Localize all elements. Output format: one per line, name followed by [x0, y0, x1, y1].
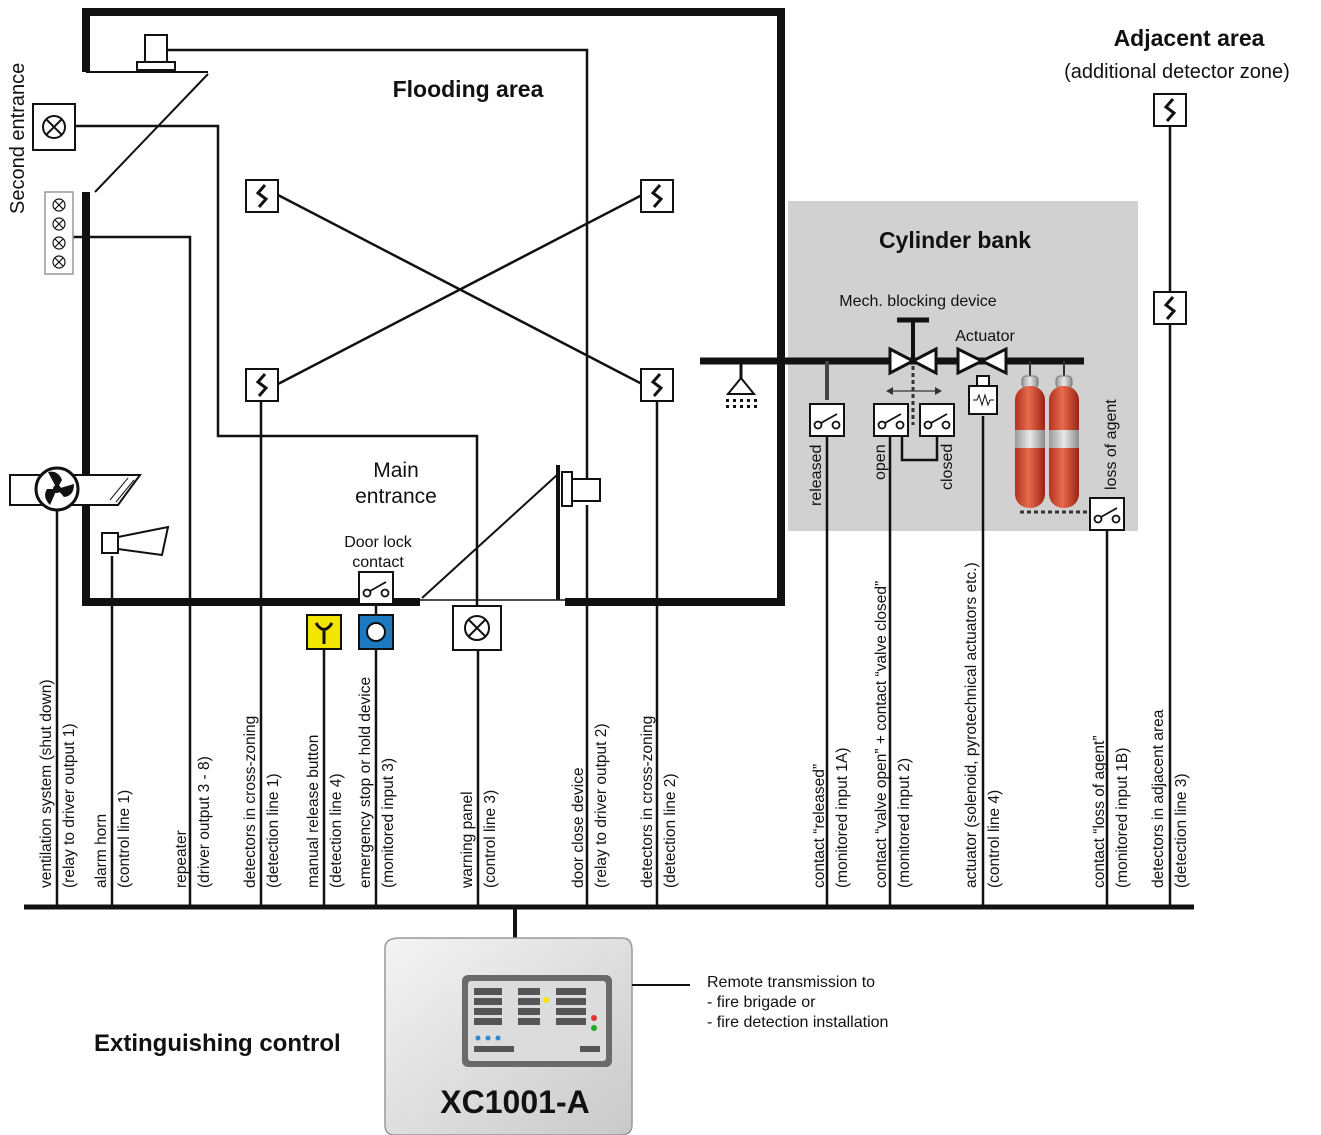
emergency-stop-icon: [358, 614, 394, 650]
loss-of-agent-label: loss of agent: [1103, 399, 1120, 490]
door-lock-contact-icon: [358, 571, 394, 605]
line-label-a: actuator (solenoid, pyrotechnical actuat…: [963, 562, 980, 888]
door-lock-label-1: Door lock: [344, 534, 413, 551]
mech-blocking-valve-icon: [886, 317, 942, 425]
line-label-b: (driver output 3 - 8): [196, 756, 213, 888]
gas-cylinders-icon: [1015, 361, 1090, 514]
line-label-a: detectors in cross-zoning: [242, 716, 259, 888]
line-label-b: (relay to driver output 2): [593, 723, 610, 888]
door-close-device-top-icon: [136, 34, 176, 71]
detector-line2-bottom-icon: [639, 367, 675, 403]
line-label-a: ventilation system (shut down): [38, 680, 55, 888]
adjacent-area-title: Adjacent area: [1114, 25, 1265, 51]
released-label: released: [808, 445, 825, 506]
line-label-a: emergency stop or hold device: [357, 677, 374, 888]
line-label-b: (detection line 4): [328, 773, 345, 888]
remote-transmission-2: - fire brigade or: [707, 994, 816, 1011]
line-label-b: (detection line 3): [1173, 773, 1190, 888]
line-label-a: detectors in cross-zoning: [639, 716, 656, 888]
detector-line1-bottom-icon: [244, 367, 280, 403]
detector-line1-top-icon: [244, 178, 280, 214]
line-label-a: contact “valve open” + contact “valve cl…: [873, 581, 890, 888]
line-label-a: contact “released”: [811, 764, 828, 888]
line-label-a: door close device: [570, 767, 587, 888]
detector-adjacent-bottom-icon: [1152, 290, 1188, 326]
detector-adjacent-top-icon: [1152, 92, 1188, 128]
line-label-a: manual release button: [305, 735, 322, 888]
door-lock-label-2: contact: [352, 554, 404, 571]
mech-blocking-label: Mech. blocking device: [839, 293, 997, 310]
ventilation-fan-icon: [9, 466, 142, 512]
control-title: Extinguishing control: [94, 1030, 341, 1057]
cylinder-bank-label: Cylinder bank: [879, 227, 1031, 253]
nozzle-icon: [725, 376, 757, 408]
line-label-b: (monitored input 1B): [1114, 748, 1131, 888]
door-holder-icon: [561, 471, 601, 507]
remote-transmission-1: Remote transmission to: [707, 974, 875, 991]
line-label-a: detectors in adjacent area: [1150, 709, 1167, 888]
line-label-b: (detection line 2): [662, 773, 679, 888]
line-label-a: alarm horn: [93, 814, 110, 888]
extinguishing-control-panel: [384, 937, 690, 1135]
line-label-b: (monitored input 1A): [834, 748, 851, 888]
alarm-horn-icon: [101, 525, 170, 557]
open-label: open: [872, 444, 889, 480]
main-entrance-label-2: entrance: [355, 485, 437, 508]
line-label-a: contact “loss of agent”: [1091, 736, 1108, 889]
drop-lines: [55, 127, 1172, 905]
warning-panel-icon: [452, 605, 502, 651]
line-label-b: (relay to driver output 1): [61, 723, 78, 888]
adjacent-area-subtitle: (additional detector zone): [1064, 61, 1290, 83]
loss-of-agent-contact-icon: [1089, 497, 1125, 531]
valve-closed-contact-icon: [919, 403, 955, 437]
line-label-b: (monitored input 2): [896, 758, 913, 888]
line-label-b: (monitored input 3): [380, 758, 397, 888]
manual-release-button-icon: [306, 614, 342, 650]
line-label-b: (control line 1): [116, 790, 133, 888]
line-label-b: (detection line 1): [265, 773, 282, 888]
flooding-area-label: Flooding area: [393, 76, 544, 102]
main-entrance-label-1: Main: [373, 459, 419, 482]
control-model: XC1001-A: [440, 1084, 589, 1120]
remote-transmission-3: - fire detection installation: [707, 1014, 888, 1031]
actuator-label: Actuator: [955, 328, 1015, 345]
warning-lamp-icon: [32, 103, 76, 151]
actuator-valve-icon: [956, 346, 1008, 415]
flooding-area-walls: [82, 8, 785, 606]
valve-open-contact-icon: [873, 403, 909, 437]
second-entrance-label: Second entrance: [7, 63, 29, 214]
detector-line2-top-icon: [639, 178, 675, 214]
line-label-b: (control line 4): [986, 790, 1003, 888]
line-label-b: (control line 3): [482, 790, 499, 888]
line-label-a: repeater: [173, 830, 190, 888]
repeater-icon: [44, 191, 74, 275]
line-label-a: warning panel: [459, 791, 476, 889]
released-contact-icon: [809, 403, 845, 437]
closed-label: closed: [939, 444, 956, 490]
wiring: [72, 48, 643, 905]
